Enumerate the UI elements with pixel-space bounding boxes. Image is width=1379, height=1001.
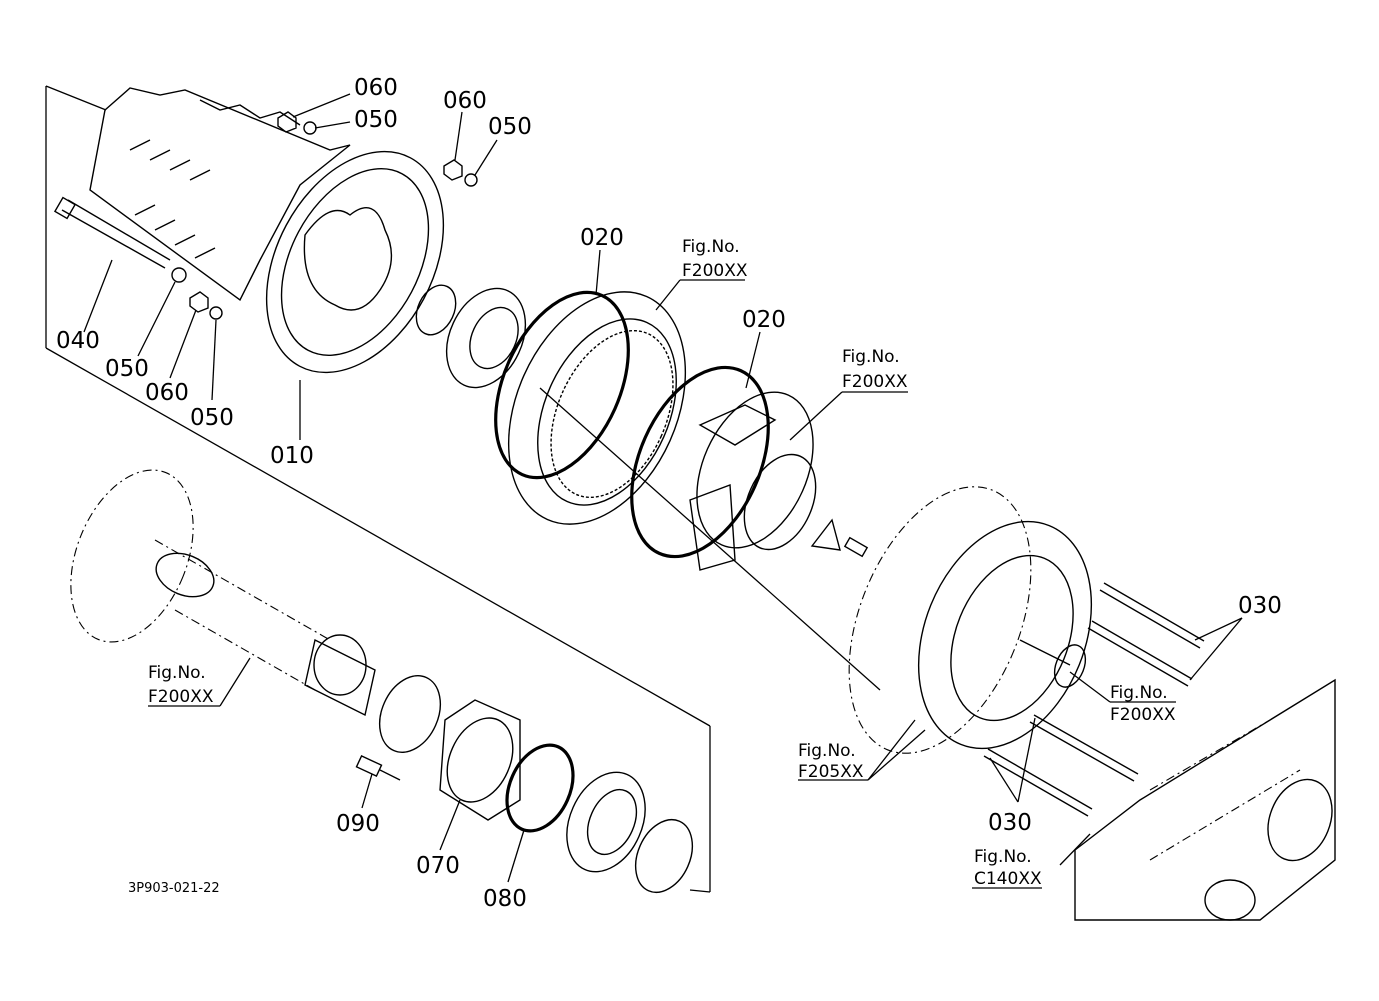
o-ring-left: [494, 290, 630, 480]
svg-text:F200XX: F200XX: [682, 261, 748, 281]
label-060-top: 060: [354, 75, 398, 101]
o-ring-right: [630, 365, 770, 559]
svg-text:Fig.No.: Fig.No.: [842, 347, 900, 367]
svg-text:F200XX: F200XX: [148, 687, 214, 707]
svg-text:Fig.No.: Fig.No.: [682, 237, 740, 257]
figref-axle-shaft: Fig.No. F200XX: [148, 663, 214, 707]
leader-lines: [83, 93, 1243, 889]
stud-bolts: [983, 582, 1205, 817]
svg-text:F205XX: F205XX: [798, 762, 864, 782]
label-060-upper-right: 060: [443, 88, 487, 114]
o-ring-lower: [505, 743, 575, 833]
axle-housing: [89, 87, 445, 374]
label-050-lower-left: 050: [190, 405, 234, 431]
svg-text:F200XX: F200XX: [1110, 705, 1176, 725]
final-housing: [848, 486, 1093, 754]
figref-final-housing: Fig.No. F205XX: [798, 741, 864, 782]
svg-text:C140XX: C140XX: [974, 869, 1042, 889]
planet-carrier: [689, 391, 869, 571]
svg-text:Fig.No.: Fig.No.: [798, 741, 856, 761]
figref-planet-carrier: Fig.No. F200XX: [842, 347, 908, 392]
ring-gear: [507, 291, 687, 525]
label-060-left: 060: [145, 380, 189, 406]
figref-transmission-case: Fig.No. C140XX: [974, 847, 1042, 889]
label-030-right: 030: [1238, 593, 1282, 619]
label-020-left: 020: [580, 225, 624, 251]
svg-text:Fig.No.: Fig.No.: [148, 663, 206, 683]
fasteners-top: [53, 111, 478, 320]
figref-housing-shaft: Fig.No. F200XX: [1110, 683, 1176, 725]
lower-parts: [355, 675, 694, 893]
label-030-bottom: 030: [988, 810, 1032, 836]
label-090: 090: [336, 811, 380, 837]
label-080: 080: [483, 886, 527, 912]
label-050-left: 050: [105, 356, 149, 382]
svg-text:Fig.No.: Fig.No.: [1110, 683, 1168, 703]
seal-bearing-upper: [415, 284, 527, 389]
label-020-right: 020: [742, 307, 786, 333]
transmission-case: [1074, 678, 1336, 921]
label-050-upper-right: 050: [488, 114, 532, 140]
label-050-top: 050: [354, 107, 398, 133]
axle-shaft: [70, 469, 376, 717]
label-010: 010: [270, 443, 314, 469]
label-040: 040: [56, 328, 100, 354]
drawing-code: 3P903-021-22: [128, 881, 220, 896]
label-070: 070: [416, 853, 460, 879]
svg-text:Fig.No.: Fig.No.: [974, 847, 1032, 867]
figref-ring-gear: Fig.No. F200XX: [682, 237, 748, 281]
svg-text:F200XX: F200XX: [842, 372, 908, 392]
